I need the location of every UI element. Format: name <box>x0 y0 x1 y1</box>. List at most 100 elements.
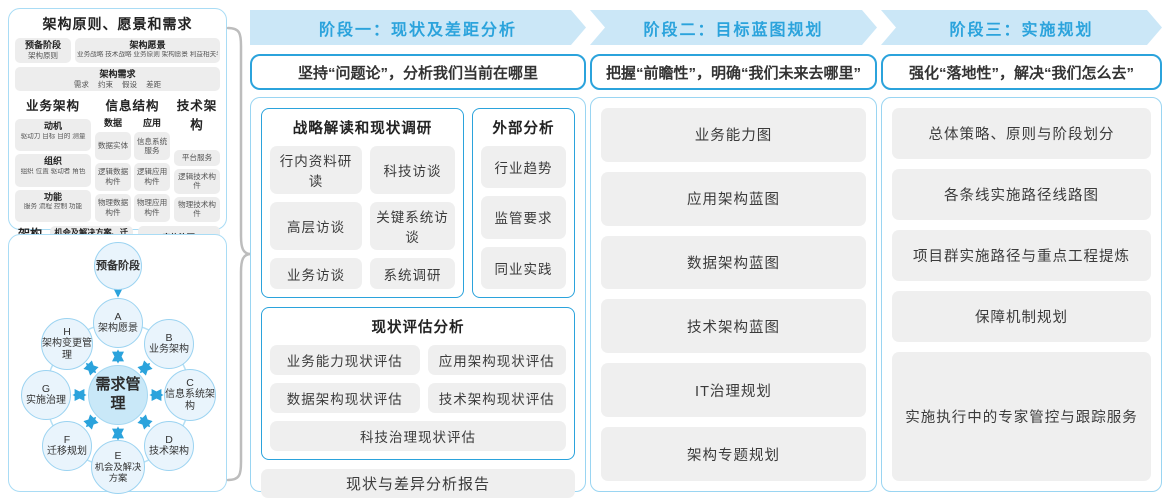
phase-3-header: 阶段三：实施规划 <box>881 10 1162 45</box>
external-analysis-title: 外部分析 <box>492 121 555 137</box>
cycle-node-d: D 技术架构 <box>144 421 194 471</box>
information-structure-title: 信息结构 <box>105 99 160 114</box>
phase-2-column: 阶段二：目标蓝图规划 把握“前瞻性”，明确“我们未来去哪里” 业务能力图 应用架… <box>590 10 877 492</box>
node-e-label: 机会及解决方案 <box>94 462 142 484</box>
logical-app-chip: 逻辑应用构件 <box>134 163 170 191</box>
application-subcolumn: 应用 信息系统服务 逻辑应用构件 物理应用构件 <box>134 116 170 222</box>
technical-architecture-column: 技术架构 平台服务 逻辑技术构件 物理技术构件 <box>174 95 220 222</box>
phases-area: 阶段一：现状及差距分析 坚持“问题论”，分析我们当前在哪里 战略解读和现状调研 … <box>250 10 1162 498</box>
external-item: 同业实践 <box>481 246 566 289</box>
organization-box: 组织 组织 位置 驱动者 角色 <box>15 154 91 187</box>
business-architecture-title: 业务架构 <box>25 99 80 114</box>
phase-3-item: 项目群实施路径与重点工程提炼 <box>892 230 1151 282</box>
data-entity-chip: 数据实体 <box>95 132 131 161</box>
assessment-box: 现状评估分析 业务能力现状评估 应用架构现状评估 数据架构现状评估 技术架构现状… <box>261 307 575 460</box>
motivation-box: 动机 驱动力 目标 目的 测量 <box>15 119 91 152</box>
cycle-center-node: 需求管理 <box>88 365 148 425</box>
cycle-node-h: H 架构变更管理 <box>41 318 93 370</box>
external-analysis-box: 外部分析 行业趋势 监管要求 同业实践 <box>472 108 575 298</box>
logical-tech-chip: 逻辑技术构件 <box>174 168 220 194</box>
node-a-label: 架构愿景 <box>98 323 138 335</box>
data-subcolumn: 数据 数据实体 逻辑数据构件 物理数据构件 <box>95 116 131 222</box>
survey-item: 业务访谈 <box>270 258 362 289</box>
node-g-letter: G <box>41 382 51 395</box>
node-a-letter: A <box>114 310 122 323</box>
phase-2-item: 数据架构蓝图 <box>601 235 866 290</box>
survey-box: 战略解读和现状调研 行内资料研读 科技访谈 高层访谈 关键系统访谈 业务访谈 系… <box>261 108 465 298</box>
prep-phase-box: 预备阶段 架构原则 <box>15 38 71 63</box>
architecture-vision-box: 架构愿景 业务战略 技术战略 业务原则 架构愿景 利益相关者 <box>75 38 220 63</box>
physical-tech-chip: 物理技术构件 <box>174 196 220 222</box>
application-header: 应用 <box>142 118 161 129</box>
platform-service-chip: 平台服务 <box>174 150 220 166</box>
motivation-sub: 驱动力 目标 目的 测量 <box>20 132 86 140</box>
phase-3-content: 总体策略、原则与阶段划分 各条线实施路径线路图 项目群实施路径与重点工程提炼 保… <box>881 97 1162 492</box>
brace <box>226 26 252 482</box>
node-h-label: 架构变更管理 <box>42 338 92 362</box>
phase-2-item: 应用架构蓝图 <box>601 171 866 226</box>
architecture-requirements-sub: 需求 约束 假设 差距 <box>73 79 162 89</box>
cycle-node-e: E 机会及解决方案 <box>91 440 145 494</box>
phase-3-item: 各条线实施路径线路图 <box>892 169 1151 221</box>
physical-data-chip: 物理数据构件 <box>95 193 131 222</box>
phase-2-item: 架构专题规划 <box>601 427 866 481</box>
assessment-item: 科技治理现状评估 <box>270 421 566 451</box>
phase-2-item: 技术架构蓝图 <box>601 299 866 354</box>
cycle-node-g: G 实施治理 <box>21 370 71 420</box>
node-b-label: 业务架构 <box>149 344 189 356</box>
architecture-vision-title: 架构愿景 <box>129 40 166 50</box>
function-sub: 服务 流程 控制 功能 <box>23 202 83 210</box>
survey-item: 高层访谈 <box>270 202 362 250</box>
information-structure-column: 信息结构 数据 数据实体 逻辑数据构件 物理数据构件 应用 信息系统服务 逻辑应… <box>95 95 170 222</box>
architecture-requirements-title: 架构需求 <box>99 68 136 79</box>
survey-title: 战略解读和现状调研 <box>292 121 433 137</box>
function-box: 功能 服务 流程 控制 功能 <box>15 189 91 222</box>
prep-vision-row: 预备阶段 架构原则 架构愿景 业务战略 技术战略 业务原则 架构愿景 利益相关者 <box>15 38 220 63</box>
architecture-columns: 业务架构 动机 驱动力 目标 目的 测量 组织 组织 位置 驱动者 角色 功能 … <box>15 95 220 222</box>
phase-2-content: 业务能力图 应用架构蓝图 数据架构蓝图 技术架构蓝图 IT治理规划 架构专题规划 <box>590 97 877 492</box>
prep-phase-sub: 架构原则 <box>28 51 58 61</box>
phase-3-item: 保障机制规划 <box>892 291 1151 343</box>
phase-1-header: 阶段一：现状及差距分析 <box>250 10 586 45</box>
node-b-letter: B <box>165 331 173 344</box>
architecture-requirements-box: 架构需求 需求 约束 假设 差距 <box>15 66 220 92</box>
principles-panel: 架构原则、愿景和需求 预备阶段 架构原则 架构愿景 业务战略 技术战略 业务原则… <box>8 8 227 261</box>
adm-cycle-panel: 预备阶段 需求管理 A 架构愿景 B 业务架构 C 信息系统架构 D 技术架构 … <box>8 234 227 494</box>
phase-3-item: 实施执行中的专家管控与跟踪服务 <box>892 352 1151 482</box>
phase-3-banner: 强化“落地性”，解决“我们怎么去” <box>881 54 1162 90</box>
motivation-title: 动机 <box>43 121 62 132</box>
prep-phase-title: 预备阶段 <box>24 40 61 50</box>
phase-2-banner: 把握“前瞻性”，明确“我们未来去哪里” <box>590 54 877 90</box>
assessment-title: 现状评估分析 <box>371 320 465 336</box>
phase-1-banner: 坚持“问题论”，分析我们当前在哪里 <box>250 54 586 90</box>
architecture-vision-sub: 业务战略 技术战略 业务原则 架构愿景 利益相关者 <box>77 51 218 59</box>
principles-panel-title: 架构原则、愿景和需求 <box>42 16 193 32</box>
survey-item: 系统调研 <box>369 258 456 289</box>
cycle-node-f: F 迁移规划 <box>42 421 92 471</box>
gap-report-box: 现状与差异分析报告 <box>261 469 575 498</box>
phase-2-item: 业务能力图 <box>601 108 866 162</box>
function-title: 功能 <box>43 191 62 202</box>
physical-app-chip: 物理应用构件 <box>134 193 170 222</box>
info-system-service-chip: 信息系统服务 <box>134 132 170 161</box>
node-f-letter: F <box>63 433 71 446</box>
survey-item: 科技访谈 <box>369 146 456 194</box>
phase-3-item: 总体策略、原则与阶段划分 <box>892 108 1151 160</box>
assessment-item: 应用架构现状评估 <box>427 345 566 375</box>
organization-sub: 组织 位置 驱动者 角色 <box>20 167 86 175</box>
phase-3-column: 阶段三：实施规划 强化“落地性”，解决“我们怎么去” 总体策略、原则与阶段划分 … <box>881 10 1162 492</box>
phase-1-column: 阶段一：现状及差距分析 坚持“问题论”，分析我们当前在哪里 战略解读和现状调研 … <box>250 10 586 498</box>
external-item: 监管要求 <box>481 196 566 239</box>
assessment-item: 技术架构现状评估 <box>427 383 566 413</box>
node-d-letter: D <box>165 433 173 446</box>
node-d-label: 技术架构 <box>149 446 189 458</box>
technical-architecture-title: 技术架构 <box>176 99 218 133</box>
phase-1-content: 战略解读和现状调研 行内资料研读 科技访谈 高层访谈 关键系统访谈 业务访谈 系… <box>250 97 586 498</box>
node-c-label: 信息系统架构 <box>165 389 215 413</box>
external-item: 行业趋势 <box>481 146 566 189</box>
cycle-node-c: C 信息系统架构 <box>164 369 216 421</box>
organization-title: 组织 <box>43 156 62 167</box>
phase-2-header: 阶段二：目标蓝图规划 <box>590 10 877 45</box>
node-f-label: 迁移规划 <box>47 446 87 458</box>
